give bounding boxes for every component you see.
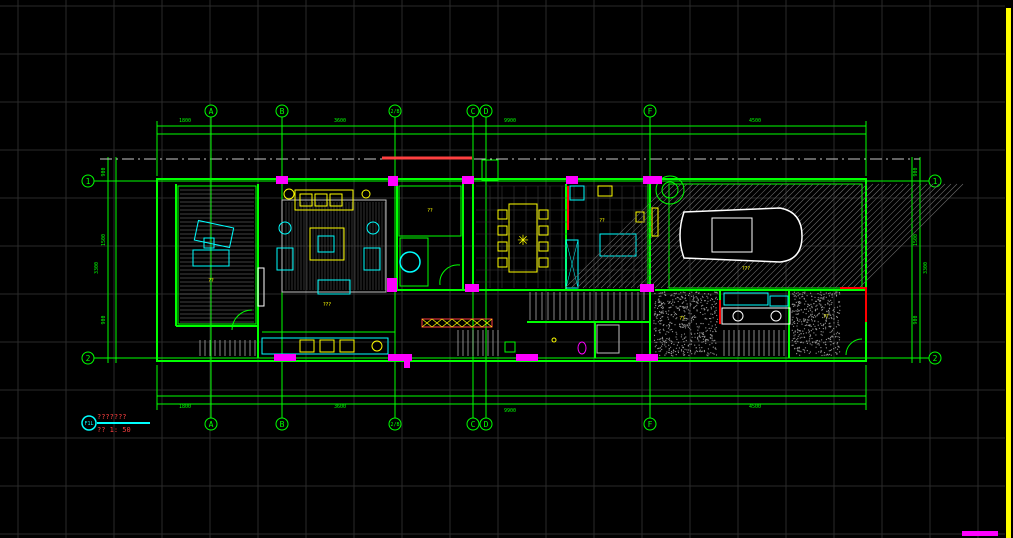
room-label-kitchen: ?? <box>599 218 605 224</box>
axis-bubble-2-right <box>928 351 942 365</box>
railing-truss <box>421 318 493 328</box>
room-label-garden: ?? <box>208 278 214 284</box>
garden-deck: ?? <box>177 185 257 331</box>
dim-bottom-part: 1800 <box>179 404 191 410</box>
round-table <box>399 251 421 273</box>
axis-label-1-right: 1 <box>933 177 938 186</box>
axis-label-d-bottom: D <box>484 420 489 429</box>
axis-label-b-bottom: B <box>280 420 285 429</box>
axis-label-d-top: D <box>484 107 489 116</box>
title-block: F1L ??????? ?? 1: 50 <box>81 413 150 434</box>
axis-bubble-f-bottom <box>643 417 657 431</box>
axis-bubble-2-left <box>81 351 95 365</box>
armchair <box>276 247 294 271</box>
dim-right-total: 3300 <box>923 262 929 274</box>
outdoor-sofa <box>193 219 235 249</box>
dim-top-overall: 9900 <box>504 118 516 124</box>
axis-label-b-top: B <box>280 107 285 116</box>
axis-bubble-1-right <box>928 174 942 188</box>
dim-bottom-overall: 9900 <box>504 408 516 414</box>
axis-label-2-left: 2 <box>86 354 91 363</box>
axis-bubble-a-bottom <box>204 417 218 431</box>
grid-axes: A B 2/B C D F A B 2/B C D F 1 2 1 2 <box>81 104 942 431</box>
dim-left-total: 3300 <box>94 262 100 274</box>
room-label-entry: ?? <box>679 316 685 322</box>
toilet <box>577 341 587 355</box>
planter-box <box>723 292 769 306</box>
room-label-storage: ?? <box>823 314 829 320</box>
structural-columns <box>274 176 662 368</box>
dim-top-part: 4500 <box>749 118 761 124</box>
axis-bubble-2b-bottom <box>388 417 402 431</box>
axis-bubble-1-left <box>81 174 95 188</box>
axis-bubble-b-top <box>275 104 289 118</box>
entrance-area: ?? ?? <box>199 287 867 357</box>
sofa <box>294 189 354 211</box>
tv-console <box>317 279 351 295</box>
staircase <box>421 292 645 356</box>
axis-bubble-2b-top <box>388 104 402 118</box>
living-room: ??? <box>261 188 395 355</box>
axis-bubble-b-bottom <box>275 417 289 431</box>
axis-bubble-c-top <box>466 104 480 118</box>
dim-right: 900 <box>913 315 919 324</box>
dim-left: 1500 <box>101 234 107 246</box>
dim-top-part: 3600 <box>334 118 346 124</box>
axis-label-c-bottom: C <box>471 420 476 429</box>
garage: ??? <box>564 175 964 290</box>
dim-top-part: 1800 <box>179 118 191 124</box>
dim-bottom-part: 3600 <box>334 404 346 410</box>
dim-right: 900 <box>913 167 919 176</box>
car-outline <box>679 207 803 263</box>
axis-bubble-c-bottom <box>466 417 480 431</box>
axis-label-a-top: A <box>209 107 214 116</box>
drawing-scale: ?? 1: 50 <box>97 426 131 434</box>
axis-label-2-right: 2 <box>933 354 938 363</box>
dim-left: 900 <box>101 167 107 176</box>
room-label-study: ?? <box>427 208 433 214</box>
axis-label-f-top: F <box>648 107 653 116</box>
axis-label-a-bottom: A <box>209 420 214 429</box>
axis-bubble-a-top <box>204 104 218 118</box>
armchair <box>363 247 381 271</box>
axis-label-f-bottom: F <box>648 420 653 429</box>
dining-table <box>508 203 538 273</box>
outdoor-sofa <box>192 249 230 267</box>
room-label-garage: ??? <box>742 266 750 272</box>
dim-left: 900 <box>101 315 107 324</box>
chandelier-icon: ✳ <box>517 233 529 249</box>
axis-bubble-d-bottom <box>479 417 493 431</box>
axis-label-c-top: C <box>471 107 476 116</box>
viewport-corner-marker <box>962 531 998 536</box>
viewport-edge-bar <box>1006 8 1011 538</box>
room-label-living: ??? <box>323 302 331 308</box>
dim-bottom-part: 4500 <box>749 404 761 410</box>
bench-seat <box>261 337 389 355</box>
dimension-lines: 9900 1800 3600 4500 9900 1800 3600 4500 … <box>94 118 929 414</box>
axis-bubble-f-top <box>643 104 657 118</box>
drawing-title: ??????? <box>97 413 127 421</box>
axis-label-2b-bottom: 2/B <box>390 422 399 428</box>
beam-accents <box>257 156 499 307</box>
level-badge <box>81 415 97 431</box>
axis-bubble-d-top <box>479 104 493 118</box>
study-room: ?? <box>398 185 462 287</box>
kitchen-island <box>599 233 637 257</box>
dim-right: 1500 <box>913 234 919 246</box>
level-badge-label: F1L <box>84 421 93 427</box>
axis-label-1-left: 1 <box>86 177 91 186</box>
coffee-table <box>309 227 345 261</box>
axis-label-2b-top: 2/B <box>390 109 399 115</box>
